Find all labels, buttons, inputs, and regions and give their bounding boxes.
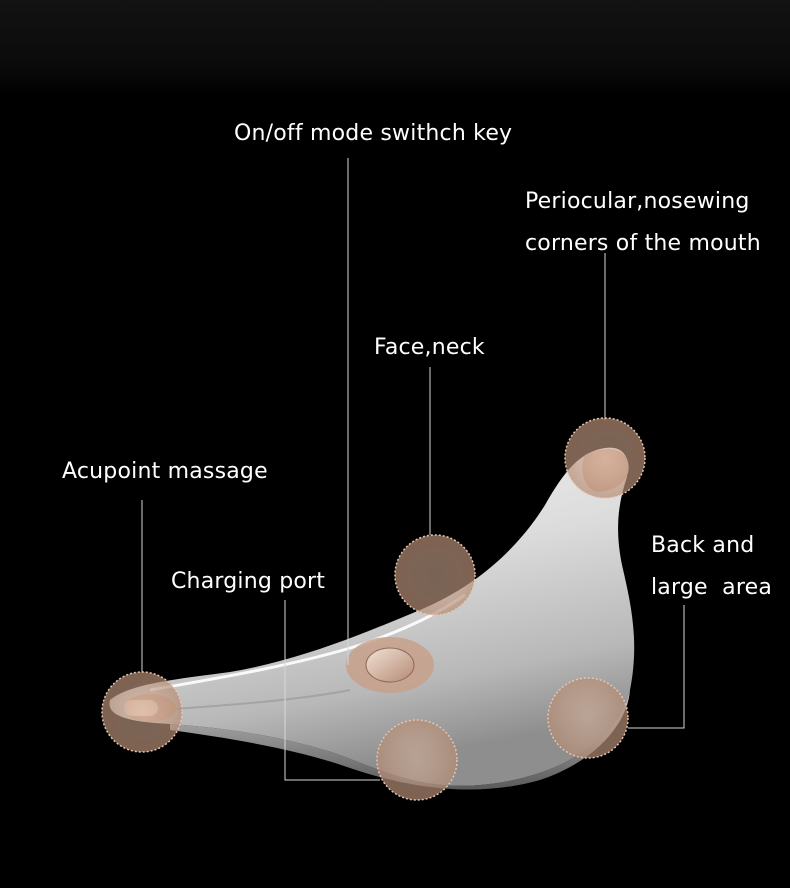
top-shade <box>0 0 790 95</box>
label-charging-port: Charging port <box>171 569 326 594</box>
label-back-line1: Back and <box>651 533 755 558</box>
power-button <box>346 637 434 693</box>
leader-lines <box>141 158 685 781</box>
label-back-area: Back and large area <box>651 525 772 609</box>
label-acupoint: Acupoint massage <box>62 459 268 484</box>
highlight-circles <box>101 417 646 801</box>
label-periocular-line2: corners of the mouth <box>525 230 761 256</box>
label-on-off-key: On/off mode swithch key <box>234 121 513 146</box>
label-face-neck: Face,neck <box>374 335 485 360</box>
label-periocular: Periocular,nosewing corners of the mouth <box>525 181 761 265</box>
label-back-line2: large area <box>651 574 772 600</box>
label-periocular-line1: Periocular,nosewing <box>525 189 750 214</box>
